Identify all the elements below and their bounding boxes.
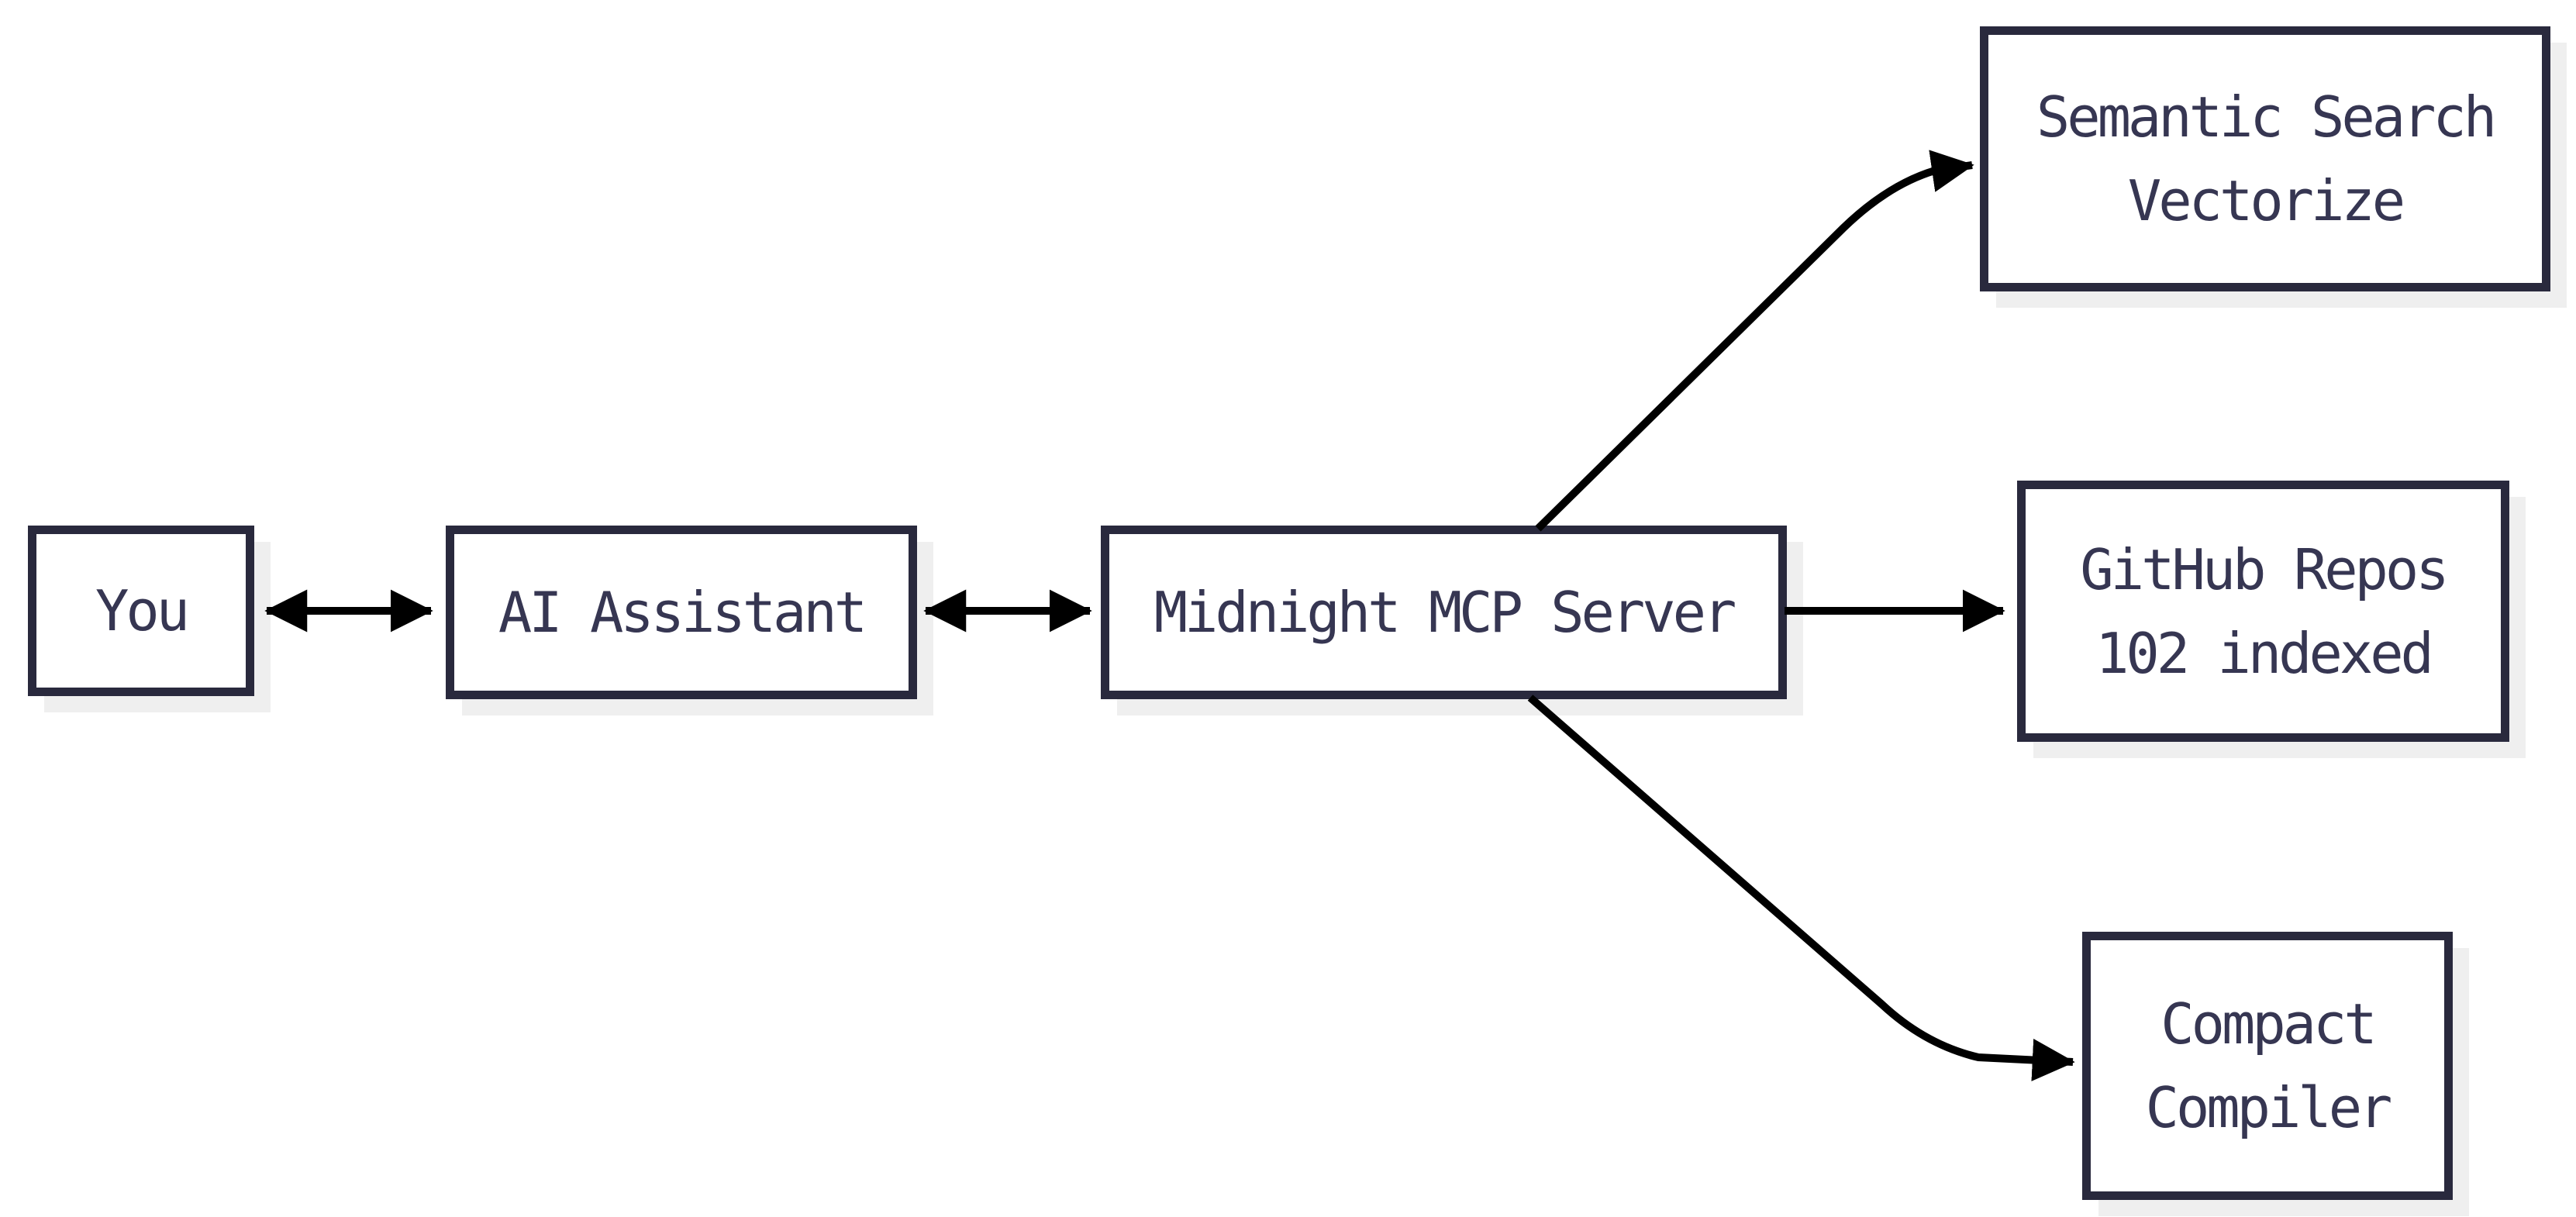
node-github-repos-line1: GitHub Repos bbox=[2080, 536, 2449, 602]
node-semantic-search-line2: Vectorize bbox=[2127, 168, 2405, 233]
edge-mcp-compact bbox=[1527, 695, 2075, 1081]
node-github-repos-line2: 102 indexed bbox=[2095, 620, 2434, 686]
node-compact-compiler: Compact Compiler bbox=[2082, 932, 2453, 1200]
node-ai-assistant: AI Assistant bbox=[446, 526, 917, 699]
node-github-repos: GitHub Repos 102 indexed bbox=[2017, 481, 2509, 742]
node-mcp-server-label: Midnight MCP Server bbox=[1154, 580, 1737, 645]
node-you-label: You bbox=[95, 578, 190, 643]
node-you: You bbox=[28, 526, 254, 696]
node-mcp-server: Midnight MCP Server bbox=[1101, 526, 1787, 699]
node-compact-compiler-line2: Compiler bbox=[2145, 1075, 2393, 1140]
node-semantic-search: Semantic Search Vectorize bbox=[1980, 26, 2550, 291]
node-compact-compiler-line1: Compact bbox=[2160, 991, 2377, 1057]
edge-mcp-semantic bbox=[1535, 150, 1974, 532]
node-ai-assistant-label: AI Assistant bbox=[498, 580, 867, 645]
node-semantic-search-line1: Semantic Search bbox=[2036, 84, 2497, 150]
